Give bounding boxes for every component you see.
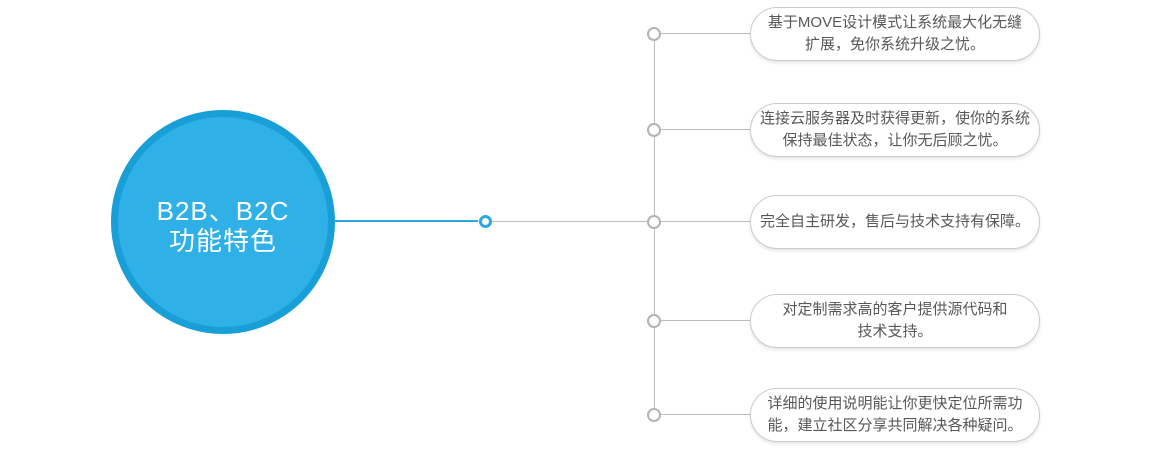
feature-row-1: 基于MOVE设计模式让系统最大化无缝 扩展，免你系统升级之忧。	[0, 7, 1150, 61]
feature-pill-2: 连接云服务器及时获得更新，使你的系统 保持最佳状态，让你无后顾之忧。	[750, 103, 1040, 157]
feature-text-line2: 保持最佳状态，让你无后顾之忧。	[782, 132, 1008, 149]
branch-connector-line	[661, 33, 750, 34]
blue-connector-line	[334, 220, 478, 222]
feature-text-line2: 扩展，免你系统升级之忧。	[804, 36, 985, 53]
feature-text-line1: 基于MOVE设计模式让系统最大化无缝	[767, 14, 1023, 31]
main-topic-circle: B2B、B2C 功能特色	[111, 110, 335, 334]
branch-node-circle-icon	[647, 408, 661, 422]
main-topic-title: B2B、B2C 功能特色	[157, 196, 290, 256]
feature-text-line1: 连接云服务器及时获得更新，使你的系统	[759, 110, 1030, 127]
branch-node-circle-icon	[647, 314, 661, 328]
feature-text-line1: 详细的使用说明能让你更快定位所需功	[767, 395, 1023, 412]
feature-pill-5: 详细的使用说明能让你更快定位所需功 能，建立社区分享共同解决各种疑问。	[750, 388, 1040, 442]
branch-node-circle-icon	[647, 27, 661, 41]
branch-connector-line	[661, 221, 750, 222]
feature-pill-3: 完全自主研发，售后与技术支持有保障。	[750, 195, 1040, 249]
feature-text-line2: 技术支持。	[857, 323, 933, 340]
feature-text-line1: 完全自主研发，售后与技术支持有保障。	[759, 213, 1030, 230]
feature-text-line2: 能，建立社区分享共同解决各种疑问。	[767, 417, 1023, 434]
feature-row-2: 连接云服务器及时获得更新，使你的系统 保持最佳状态，让你无后顾之忧。	[0, 103, 1150, 157]
feature-pill-1: 基于MOVE设计模式让系统最大化无缝 扩展，免你系统升级之忧。	[750, 7, 1040, 61]
feature-row-3: 完全自主研发，售后与技术支持有保障。	[0, 195, 1150, 249]
branch-node-circle-icon	[647, 215, 661, 229]
branch-connector-line	[661, 320, 750, 321]
feature-text-line1: 对定制需求高的客户提供源代码和	[782, 301, 1008, 318]
feature-row-5: 详细的使用说明能让你更快定位所需功 能，建立社区分享共同解决各种疑问。	[0, 388, 1150, 442]
feature-pill-4: 对定制需求高的客户提供源代码和 技术支持。	[750, 294, 1040, 348]
branch-node-circle-icon	[647, 123, 661, 137]
gray-connector-line	[492, 221, 647, 222]
blue-node-circle-icon	[479, 215, 492, 228]
branch-connector-line	[661, 414, 750, 415]
feature-row-4: 对定制需求高的客户提供源代码和 技术支持。	[0, 294, 1150, 348]
branch-connector-line	[661, 129, 750, 130]
main-topic-line1: B2B、B2C	[156, 196, 290, 226]
main-topic-line2: 功能特色	[168, 226, 277, 256]
